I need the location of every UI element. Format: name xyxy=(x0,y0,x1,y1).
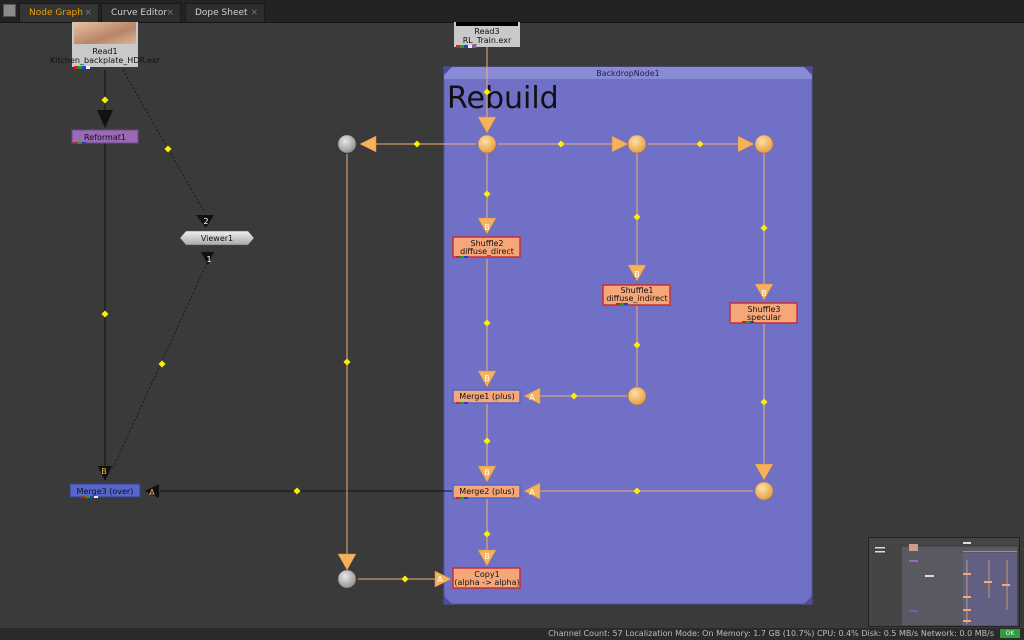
merge2-node[interactable]: Merge2 (plus) B A xyxy=(452,468,535,499)
backdrop-node[interactable]: BackdropNode1 Rebuild xyxy=(443,66,813,605)
shuffle2-channel: diffuse_direct xyxy=(460,247,514,256)
disk-usage: Disk: 0.5 MB/s xyxy=(861,629,919,638)
merge3-node[interactable]: Merge3 (over) B A xyxy=(69,467,155,498)
read1-node[interactable]: Read1 Kitchen_backplate_HDR.exr xyxy=(50,22,161,69)
copy1-channels: (alpha -> alpha) xyxy=(454,578,519,587)
tab-curve-editor-label: Curve Editor xyxy=(111,8,168,18)
viewer1-label: Viewer1 xyxy=(201,234,233,243)
merge1-node[interactable]: Merge1 (plus) B A xyxy=(452,374,535,404)
copy1-node[interactable]: Copy1 (alpha -> alpha) B A xyxy=(437,552,521,589)
merge2-input-b-label: B xyxy=(484,468,490,477)
dot-node xyxy=(754,134,774,154)
tab-node-graph-close-icon[interactable]: × xyxy=(84,8,92,18)
channel-count: Channel Count: 57 xyxy=(548,629,623,638)
node-graph-canvas[interactable]: BackdropNode1 Rebuild xyxy=(0,22,1024,628)
tab-node-graph[interactable]: Node Graph × xyxy=(19,3,99,22)
read3-name: Read3 xyxy=(474,27,499,36)
left-pipes xyxy=(97,69,452,498)
elbow-diamonds xyxy=(101,88,768,583)
backdrop-title: Rebuild xyxy=(447,81,559,116)
dot-nodes[interactable] xyxy=(337,134,774,589)
shuffle3-input-b-label: B xyxy=(761,289,767,298)
merge3-input-b-label: B xyxy=(101,467,107,476)
tab-curve-editor[interactable]: Curve Editor × xyxy=(101,3,181,22)
localization-mode: Localization Mode: On xyxy=(625,629,714,638)
read3-thumbnail xyxy=(456,22,518,26)
status-bar: Channel Count: 57 Localization Mode: On … xyxy=(0,628,1024,640)
read3-node[interactable]: Read3 RL_Train.exr xyxy=(454,22,520,48)
dot-node xyxy=(337,134,357,154)
memory-usage: Memory: 1.7 GB (10.7%) xyxy=(716,629,815,638)
viewer1-node[interactable]: Viewer1 2 1 xyxy=(179,217,255,264)
shuffle1-node[interactable]: Shuffle1 diffuse_indirect B xyxy=(602,270,671,306)
tab-curve-editor-close-icon[interactable]: × xyxy=(166,8,174,18)
merge3-label: Merge3 (over) xyxy=(77,487,134,496)
merge1-label: Merge1 (plus) xyxy=(459,392,514,401)
viewer1-input-2-label: 2 xyxy=(203,217,208,226)
status-text: Channel Count: 57 Localization Mode: On … xyxy=(548,628,994,640)
reformat1-node[interactable]: Reformat1 xyxy=(71,129,139,144)
viewer1-input-1-label: 1 xyxy=(206,255,211,264)
tab-dope-sheet-close-icon[interactable]: × xyxy=(250,8,258,18)
network-usage: Network: 0.0 MB/s xyxy=(920,629,994,638)
copy1-input-b-label: B xyxy=(484,552,490,561)
merge1-input-b-label: B xyxy=(484,374,490,383)
merge2-input-a-label: A xyxy=(529,488,535,497)
read3-file: RL_Train.exr xyxy=(463,36,512,45)
dot-node xyxy=(627,386,647,406)
merge2-label: Merge2 (plus) xyxy=(459,487,514,496)
node-graph-minimap[interactable] xyxy=(868,537,1020,627)
dot-node xyxy=(337,569,357,589)
copy1-name: Copy1 xyxy=(474,570,499,579)
reformat1-label: Reformat1 xyxy=(84,133,126,142)
orange-arrowheads xyxy=(337,116,774,588)
shuffle2-input-b-label: B xyxy=(484,223,490,232)
dot-node xyxy=(627,134,647,154)
tab-dope-sheet[interactable]: Dope Sheet × xyxy=(185,3,265,22)
ok-badge: OK xyxy=(1000,629,1020,638)
shuffle2-node[interactable]: Shuffle2 diffuse_direct B xyxy=(452,223,521,258)
read1-thumbnail xyxy=(74,22,136,44)
tab-bar: Node Graph × Curve Editor × Dope Sheet × xyxy=(0,0,1024,23)
shuffle2-name: Shuffle2 xyxy=(471,239,504,248)
shuffle3-name: Shuffle3 xyxy=(748,305,781,314)
shuffle3-node[interactable]: Shuffle3 specular B xyxy=(729,289,798,324)
shuffle1-channel: diffuse_indirect xyxy=(606,294,667,303)
backdrop-name: BackdropNode1 xyxy=(596,69,660,78)
copy1-input-a-label: A xyxy=(437,575,443,584)
pane-menu-button[interactable] xyxy=(3,4,16,17)
read1-file: Kitchen_backplate_HDR.exr xyxy=(50,56,161,65)
tab-dope-sheet-label: Dope Sheet xyxy=(195,8,248,18)
dot-node xyxy=(754,481,774,501)
shuffle1-input-b-label: B xyxy=(634,270,640,279)
merge1-input-a-label: A xyxy=(529,393,535,402)
tab-node-graph-label: Node Graph xyxy=(29,8,83,18)
read1-name: Read1 xyxy=(92,47,117,56)
cpu-usage: CPU: 0.4% xyxy=(816,629,859,638)
shuffle3-channel: specular xyxy=(747,313,782,322)
merge3-input-a-label: A xyxy=(149,488,155,497)
shuffle1-name: Shuffle1 xyxy=(621,286,654,295)
dot-node xyxy=(477,134,497,154)
